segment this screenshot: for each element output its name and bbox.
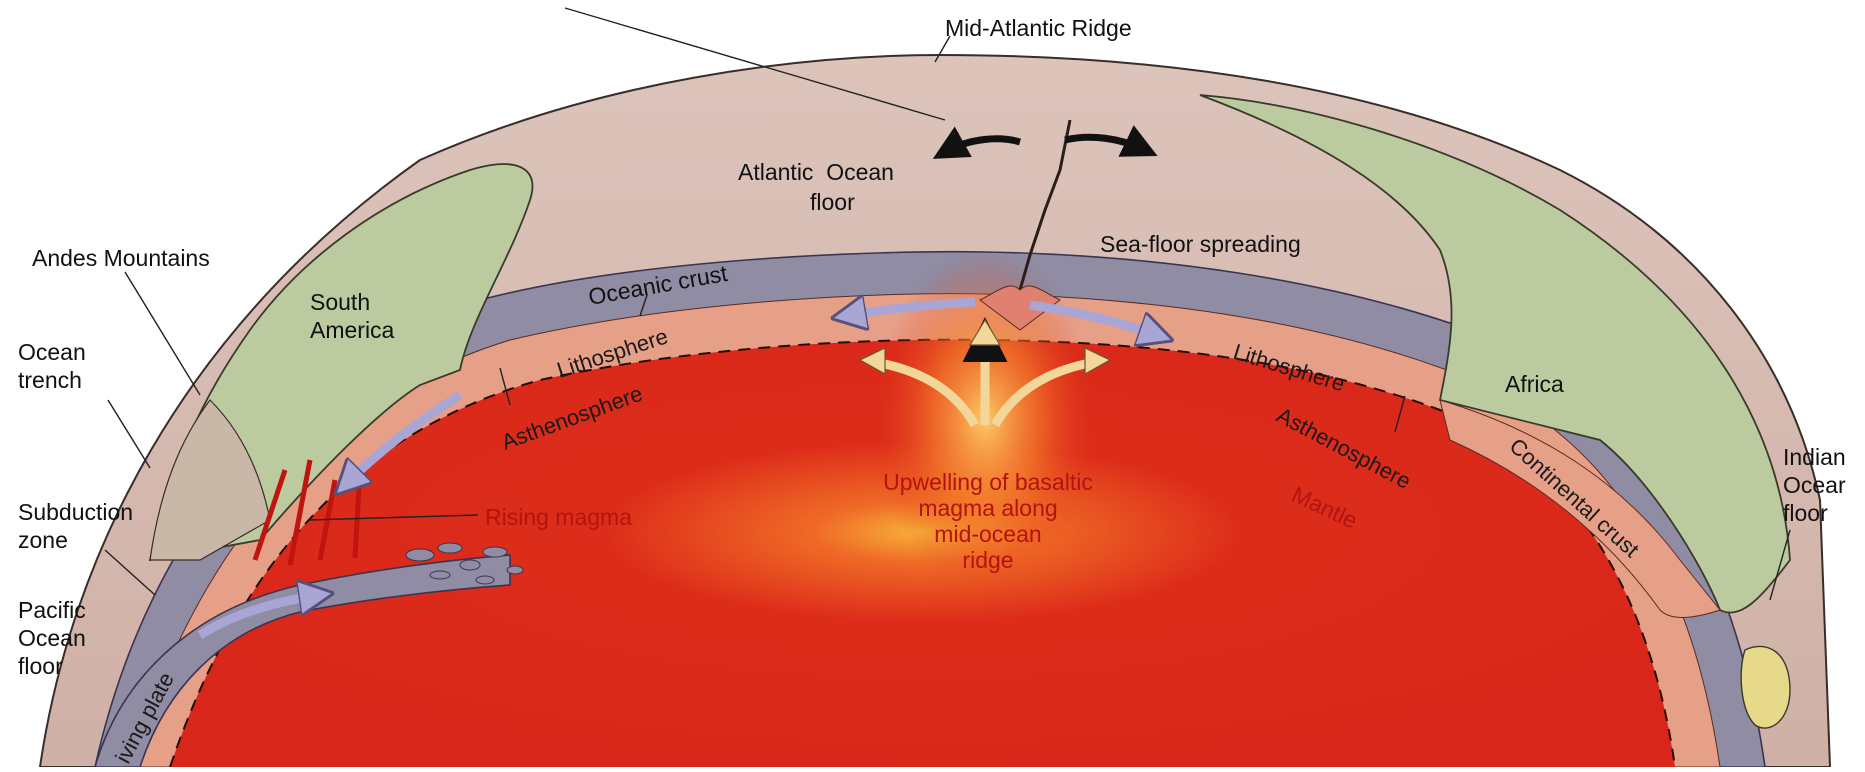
label-ocean-trench-2: trench xyxy=(18,367,82,393)
label-pacific-ocean-floor-2: Ocean xyxy=(18,625,86,651)
label-upwelling-2: magma along xyxy=(918,495,1057,521)
label-subduction-zone-1: Subduction xyxy=(18,499,133,525)
label-atlantic-ocean-floor-2: floor xyxy=(810,189,855,215)
label-africa: Africa xyxy=(1505,371,1564,397)
label-upwelling-1: Upwelling of basaltic xyxy=(883,469,1093,495)
label-subduction-zone-2: zone xyxy=(18,527,68,553)
indian-ocean-island xyxy=(1741,646,1790,728)
label-indian-ocean-floor-1: Indian xyxy=(1783,444,1846,470)
leader-andes xyxy=(125,272,200,395)
label-sea-floor-spreading: Sea-floor spreading xyxy=(1100,231,1301,257)
label-andes-mountains: Andes Mountains xyxy=(32,245,210,271)
label-mid-atlantic-ridge: Mid-Atlantic Ridge xyxy=(945,15,1132,41)
label-pacific-ocean-floor-3: floor xyxy=(18,653,63,679)
label-indian-ocean-floor-3: floor xyxy=(1783,500,1828,526)
label-south-america-1: South xyxy=(310,289,370,315)
label-ocean-trench-1: Ocean xyxy=(18,339,86,365)
label-upwelling-4: ridge xyxy=(962,547,1013,573)
label-rising-magma: Rising magma xyxy=(485,504,632,530)
label-indian-ocean-floor-2: Ocear xyxy=(1783,472,1846,498)
label-atlantic-ocean-floor-1: Atlantic Ocean xyxy=(738,159,894,185)
label-upwelling-3: mid-ocean xyxy=(934,521,1041,547)
leader-ocean-trench xyxy=(108,400,150,468)
label-pacific-ocean-floor-1: Pacific xyxy=(18,597,86,623)
label-south-america-2: America xyxy=(310,317,395,343)
